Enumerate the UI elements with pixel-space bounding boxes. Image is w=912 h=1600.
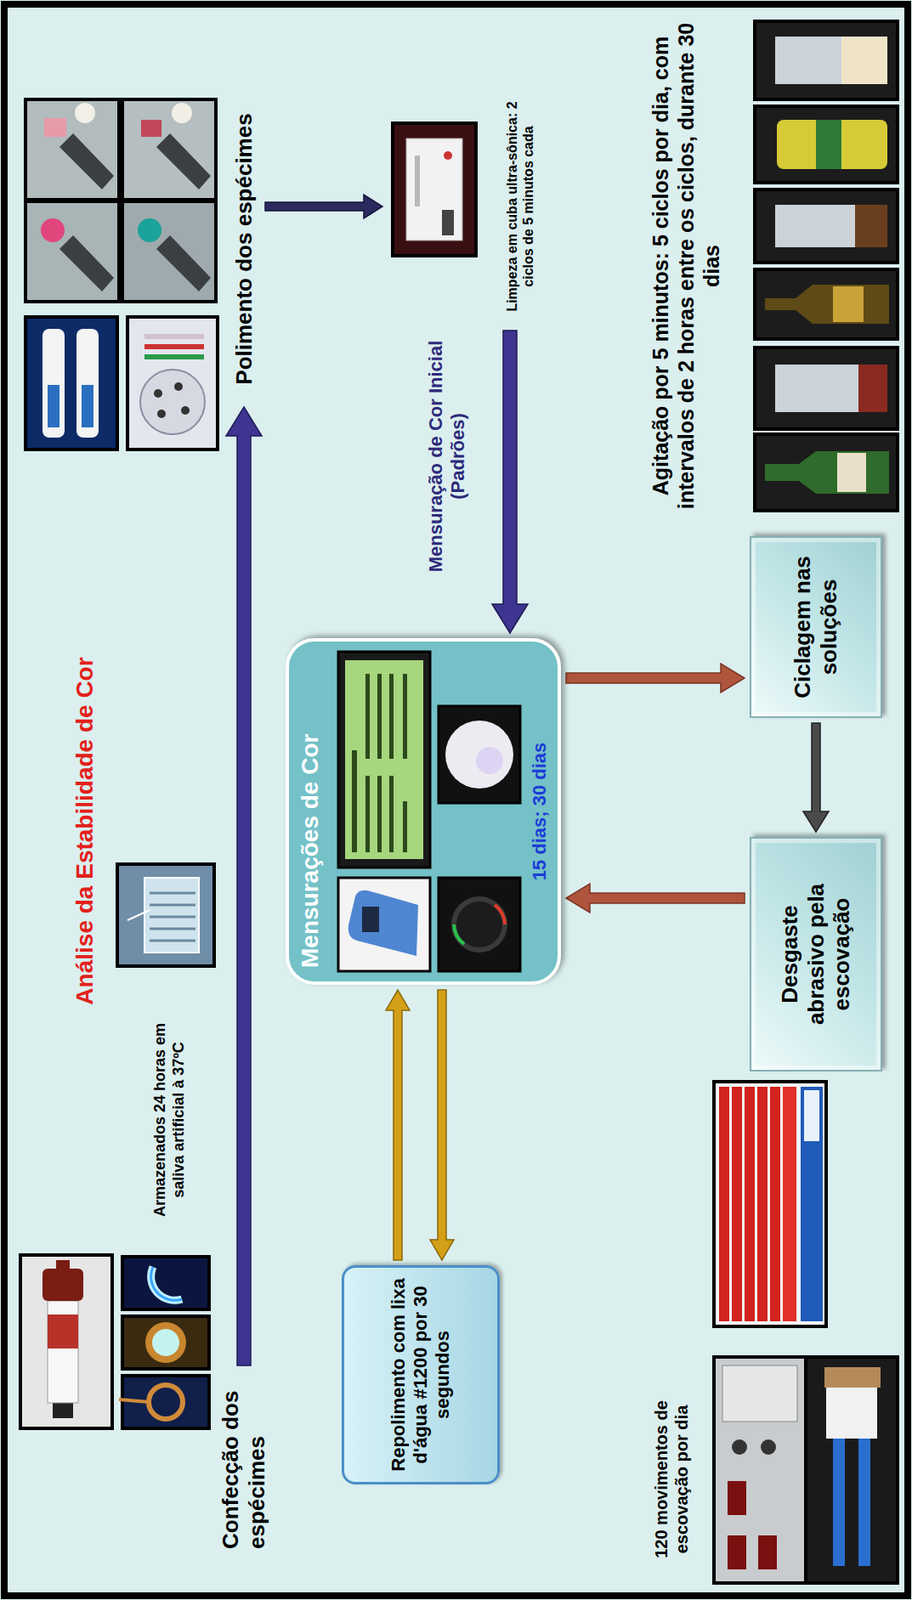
- arrow-note: Mensuração de Cor Inicial (Padrões): [424, 328, 471, 584]
- flow-arrow: [385, 990, 410, 1261]
- copper-ring-photo: [118, 1376, 210, 1429]
- process-box: Repolimento com lixa d'água #1200 por 30…: [341, 1265, 500, 1485]
- flow-arrow: [566, 883, 745, 913]
- display-photo: [338, 651, 431, 868]
- node-text: Polimento dos espécimes: [231, 113, 258, 385]
- brushing-note: 120 movimentos de escovação por dia: [651, 1381, 692, 1579]
- ultrasonic-cleaner-photo: [392, 123, 476, 256]
- beverage-photos: [754, 21, 898, 511]
- measurement-box: Mensurações de Cor 15 dias; 30 dias: [285, 638, 561, 986]
- polishing-paste-photo: [25, 317, 118, 450]
- diagram-title: Análise da Estabilidade de Cor: [71, 623, 99, 1040]
- specimen-mold-photo: [122, 1316, 210, 1370]
- measurement-photos: [288, 641, 558, 982]
- spectrophotometer-photo: [338, 878, 431, 972]
- node-text: Ciclagem nas soluções: [789, 544, 842, 710]
- node-text: Confecção dos espécimes: [217, 1370, 270, 1550]
- cleaning-step: Limpeza em cuba ultra-sônica: 2 ciclos d…: [387, 87, 538, 326]
- node-text: Repolimento com lixa d'água #1200 por 30…: [387, 1276, 454, 1474]
- flow-arrow: [492, 330, 528, 634]
- brushing-machine-photo: [713, 1357, 898, 1584]
- cycling-note: Agitação por 5 minutos: 5 ciclos por dia…: [647, 17, 725, 515]
- flow-arrow: [566, 663, 745, 693]
- page-frame: [4, 4, 908, 1597]
- toothpaste-photo: [713, 1081, 827, 1327]
- process-box: Desgaste abrasivo pela escovação: [749, 837, 883, 1072]
- node-text: Limpeza em cuba ultra-sônica: 2 ciclos d…: [504, 87, 538, 326]
- node-text: Desgaste abrasivo pela escovação: [776, 864, 856, 1045]
- flow-arrow: [430, 990, 454, 1261]
- handpiece-photos: [25, 99, 216, 302]
- composite-syringe-photo: [20, 1255, 113, 1429]
- ring-specimen-photo: [438, 878, 521, 972]
- step-label: Polimento dos espécimes: [227, 96, 261, 403]
- flow-arrow: [803, 723, 829, 833]
- flow-arrow: [265, 194, 383, 219]
- disc-specimen-photo: [438, 706, 521, 804]
- node-subtext: 15 dias; 30 dias: [528, 641, 551, 982]
- curing-light-photo: [122, 1257, 210, 1310]
- process-box: Ciclagem nas soluções: [749, 536, 883, 719]
- artificial-saliva-photo: [117, 864, 215, 967]
- polishing-kit-photo: [127, 317, 218, 450]
- storage-note: Armazenados 24 horas em saliva artificia…: [151, 1005, 188, 1235]
- node-text: Mensurações de Cor: [295, 734, 324, 969]
- flow-arrow: [226, 407, 262, 1366]
- step-label: Confecção dos espécimes: [215, 1370, 272, 1550]
